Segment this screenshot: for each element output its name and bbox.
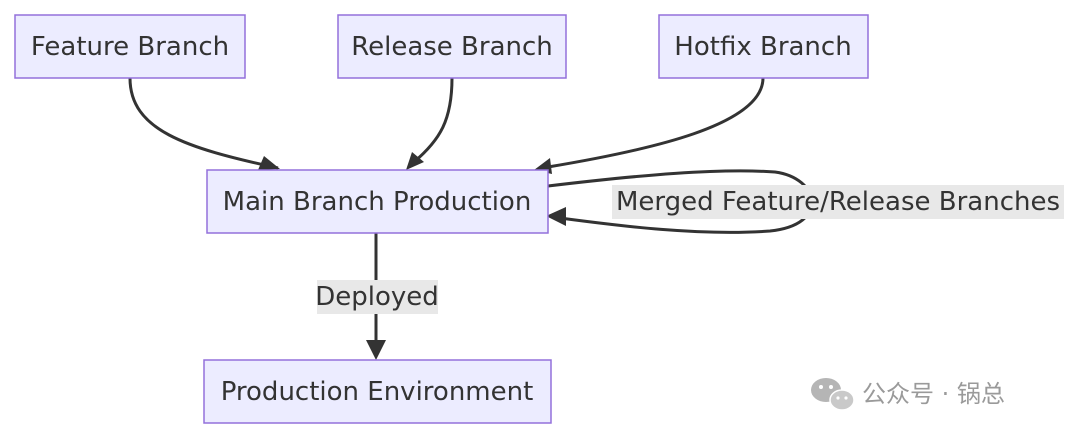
edge-label-deployed-text: Deployed bbox=[315, 282, 439, 312]
node-production-environment-label: Production Environment bbox=[221, 377, 534, 407]
edge-label-main-self-text: Merged Feature/Release Branches bbox=[616, 187, 1060, 217]
node-main-branch-production-label: Main Branch Production bbox=[223, 187, 532, 217]
node-release-branch: Release Branch bbox=[337, 14, 567, 79]
wechat-icon bbox=[811, 378, 855, 411]
node-feature-branch: Feature Branch bbox=[14, 14, 246, 79]
watermark-text: 公众号 · 锅总 bbox=[862, 380, 1005, 408]
edge-release-to-main bbox=[406, 77, 454, 170]
node-hotfix-branch: Hotfix Branch bbox=[658, 14, 869, 79]
node-release-branch-label: Release Branch bbox=[351, 32, 553, 62]
edge-label-main-self: Merged Feature/Release Branches bbox=[612, 185, 1064, 219]
node-main-branch-production: Main Branch Production bbox=[206, 169, 549, 234]
node-hotfix-branch-label: Hotfix Branch bbox=[674, 32, 851, 62]
edge-feature-to-main bbox=[128, 77, 280, 170]
node-feature-branch-label: Feature Branch bbox=[31, 32, 229, 62]
edge-label-deployed: Deployed bbox=[315, 280, 439, 314]
edge-hotfix-to-main bbox=[534, 77, 765, 174]
node-production-environment: Production Environment bbox=[203, 359, 552, 424]
watermark: 公众号 · 锅总 bbox=[811, 378, 1005, 411]
